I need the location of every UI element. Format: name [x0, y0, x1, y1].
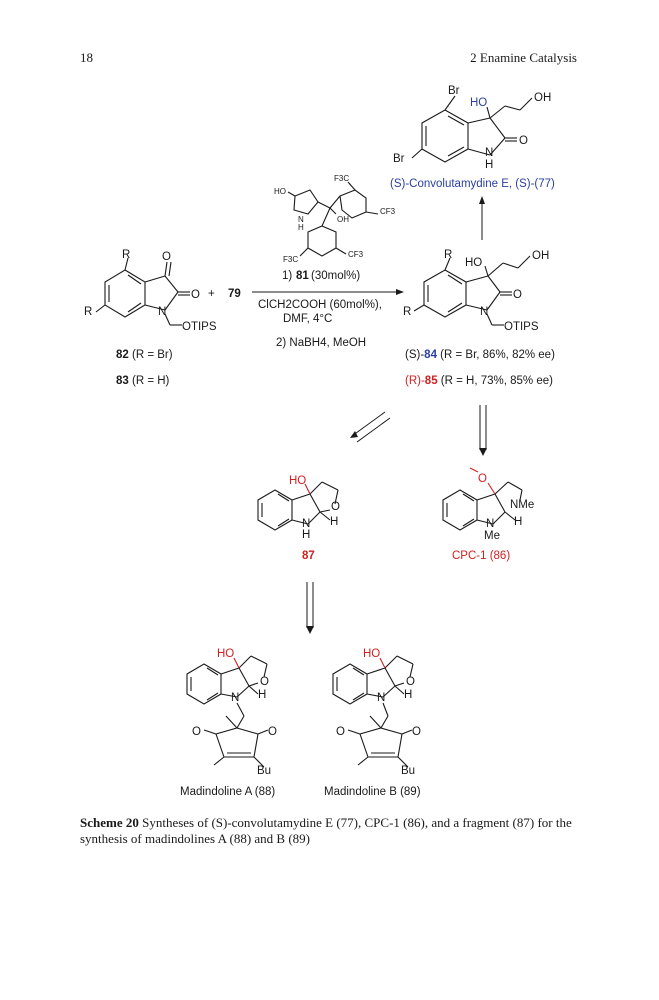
condition-step2: 2) NaBH4, MeOH [276, 337, 366, 349]
atom-label: O [513, 289, 522, 301]
atom-label: O [191, 289, 200, 301]
convolutamydine-structure [411, 95, 533, 163]
caption-prefix: Scheme 20 [80, 815, 139, 830]
atom-label: Me [484, 530, 500, 542]
compound-label-89: Madindoline B (89) [324, 786, 421, 798]
atom-label: O [412, 726, 421, 738]
catalyst-structure [287, 181, 379, 257]
atom-label: OH [534, 92, 551, 104]
product-84-structure [413, 255, 531, 326]
atom-label: N [231, 692, 239, 704]
compound-sublabel-83: (R = H) [132, 375, 170, 387]
atom-label: N [486, 518, 494, 530]
atom-label: O [478, 473, 487, 485]
atom-label: H [404, 689, 412, 701]
atom-label: O [519, 135, 528, 147]
isatin-structure [95, 257, 190, 326]
madindoline-b-structure [332, 655, 414, 768]
atom-label: O [331, 501, 340, 513]
atom-label: N [377, 692, 385, 704]
compound-label-84: (S)-84 (R = Br, 86%, 82% ee) [405, 349, 555, 361]
atom-label: R [403, 306, 411, 318]
atom-label: Br [448, 85, 460, 97]
condition-step1-rest: (30mol%) [311, 270, 360, 282]
atom-label: HO [217, 648, 234, 660]
compound-87-structure [257, 481, 339, 531]
double-arrow-diagonal [350, 411, 391, 443]
atom-label: H [485, 159, 493, 171]
atom-label: H [330, 516, 338, 528]
atom-label: N [485, 147, 493, 159]
atom-label: O [268, 726, 277, 738]
atom-label: H [258, 689, 266, 701]
compound-label-85: (R)-85 (R = H, 73%, 85% ee) [405, 375, 553, 387]
compound-label-82: 82 [116, 349, 129, 361]
atom-label: O [260, 676, 269, 688]
reagent-79: 79 [228, 288, 241, 300]
atom-label: R [444, 249, 452, 261]
compound-label-86: CPC-1 (86) [452, 550, 510, 562]
running-head: 2 Enamine Catalysis [470, 50, 577, 65]
atom-label: F3C [283, 255, 298, 264]
atom-label: R [84, 306, 92, 318]
caption-text: Syntheses of (S)-convolutamydine E (77),… [80, 815, 572, 846]
atom-label: HO [470, 97, 487, 109]
double-arrow-down-right [479, 405, 487, 456]
condition-line3: DMF, 4°C [283, 313, 332, 325]
atom-label: HO [363, 648, 380, 660]
atom-label: HO [274, 187, 286, 196]
compound-label-77: (S)-Convolutamydine E, (S)-(77) [390, 178, 555, 190]
atom-label: OH [337, 215, 349, 224]
atom-label: HO [289, 475, 306, 487]
scheme-caption: Scheme 20 Syntheses of (S)-convolutamydi… [80, 815, 580, 847]
atom-label: Br [393, 153, 405, 165]
madindoline-a-structure [186, 655, 269, 768]
atom-label: OH [532, 250, 549, 262]
atom-label: NMe [510, 499, 534, 511]
atom-label: R [122, 249, 130, 261]
atom-label: HO [465, 257, 482, 269]
compound-sublabel-82: (R = Br) [132, 349, 173, 361]
condition-line2: ClCH2COOH (60mol%), [258, 299, 382, 311]
atom-label: N [158, 306, 166, 318]
compound-label-83: 83 [116, 375, 129, 387]
atom-label: N [480, 306, 488, 318]
atom-label: N [302, 518, 310, 530]
atom-label: H [302, 529, 310, 541]
reaction-scheme: Br HO OH O N H Br (S)-Convolutamydine E,… [84, 85, 555, 798]
atom-label: OTIPS [504, 321, 539, 333]
condition-step1-prefix: 1) [282, 270, 292, 282]
double-arrow-down-center [306, 582, 314, 634]
atom-label: N [298, 215, 304, 224]
compound-label-88: Madindoline A (88) [180, 786, 275, 798]
condition-step1-num: 81 [296, 270, 309, 282]
atom-label: Bu [257, 765, 271, 777]
atom-label: OTIPS [182, 321, 217, 333]
page-number: 18 [80, 50, 93, 65]
atom-label: CF3 [348, 250, 364, 259]
atom-label: F3C [334, 174, 349, 183]
atom-label: O [162, 251, 171, 263]
plus-sign: + [208, 288, 215, 300]
atom-label: O [192, 726, 201, 738]
atom-label: CF3 [380, 207, 396, 216]
atom-label: H [298, 223, 304, 232]
atom-label: O [336, 726, 345, 738]
compound-86-structure [442, 467, 523, 531]
atom-label: H [514, 516, 522, 528]
atom-label: O [406, 676, 415, 688]
atom-label: Bu [401, 765, 415, 777]
compound-label-87: 87 [302, 550, 315, 562]
